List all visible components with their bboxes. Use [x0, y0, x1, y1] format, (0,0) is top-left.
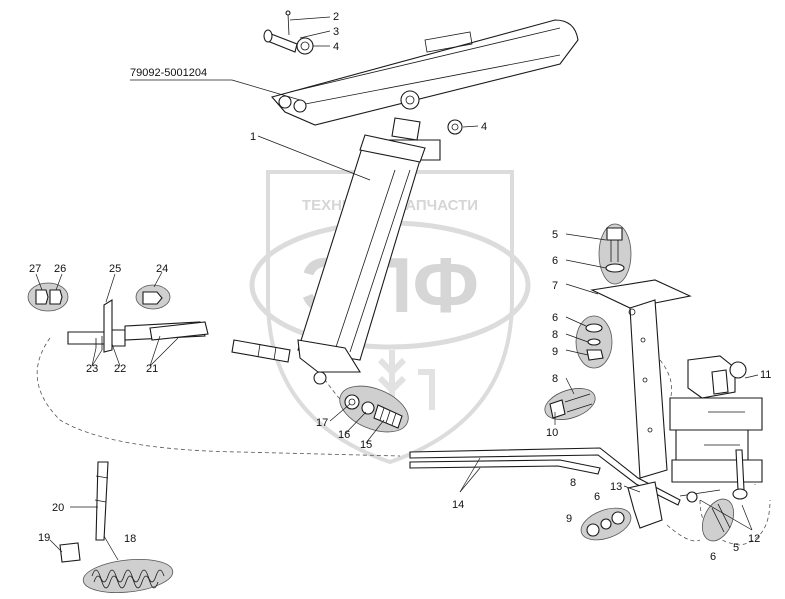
pushrod-and-spring	[59, 461, 174, 593]
callout-7: 7	[552, 280, 558, 292]
callout-20: 20	[52, 502, 64, 514]
callout-23: 23	[86, 363, 98, 375]
callout-24: 24	[156, 263, 168, 275]
assembly-code-label: 79092-5001204	[130, 67, 207, 79]
union-fittings-group	[339, 385, 409, 433]
callout-6-middle: 6	[552, 312, 558, 324]
bolt-and-washer-lower	[701, 498, 735, 542]
callout-1: 1	[250, 131, 256, 143]
callout-11: 11	[760, 369, 771, 381]
bolt-10	[544, 388, 596, 420]
callout-26: 26	[54, 263, 66, 275]
callout-22: 22	[114, 363, 126, 375]
callout-16: 16	[338, 429, 350, 441]
leader-lines	[35, 16, 759, 561]
nut-washer-set-lower	[580, 507, 632, 541]
small-bracket-13	[627, 481, 663, 529]
master-cylinder	[231, 117, 441, 385]
callout-4-top: 4	[333, 41, 339, 53]
callout-6-lower: 6	[594, 491, 600, 503]
mounting-bracket	[590, 279, 692, 479]
pedal-lever	[271, 19, 579, 126]
callout-15: 15	[360, 439, 372, 451]
callout-5-bottom: 5	[733, 542, 739, 554]
bolt-and-washer-upper	[598, 223, 632, 285]
callout-27: 27	[29, 263, 41, 275]
callout-9-middle: 9	[552, 346, 558, 358]
callout-10: 10	[546, 427, 558, 439]
callout-12: 12	[748, 533, 760, 545]
callout-25: 25	[109, 263, 121, 275]
callout-19: 19	[38, 532, 50, 544]
callout-8-lower: 8	[570, 477, 576, 489]
callout-9-lower: 9	[566, 513, 572, 525]
callout-4-right: 4	[481, 121, 487, 133]
connecting-rods	[409, 447, 681, 506]
callout-17: 17	[316, 417, 328, 429]
callout-3: 3	[333, 26, 339, 38]
callout-13: 13	[610, 481, 622, 493]
callout-2: 2	[333, 11, 339, 23]
pin-and-washer-top	[263, 10, 463, 135]
callout-18: 18	[124, 533, 136, 545]
callout-8-middle: 8	[552, 329, 558, 341]
callout-labels: 79092-5001204 1 2 3 4 4 5 6 7 6 8 9 8 10…	[29, 11, 771, 563]
callout-6-bottom: 6	[710, 551, 716, 563]
callout-21: 21	[146, 363, 158, 375]
callout-6-upper: 6	[552, 255, 558, 267]
nut-washer-set-middle	[575, 315, 613, 369]
callout-14: 14	[452, 499, 464, 511]
callout-5-upper: 5	[552, 229, 558, 241]
brake-valve-unit	[669, 355, 763, 503]
pipe-fitting-assembly	[27, 282, 209, 353]
callout-8-bolt: 8	[552, 373, 558, 385]
